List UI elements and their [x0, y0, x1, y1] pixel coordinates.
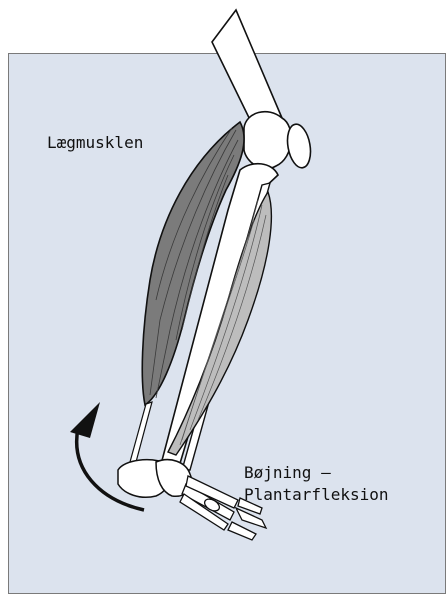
arrow-head-icon	[70, 402, 100, 438]
patella-bone	[284, 122, 313, 169]
muscle-label: Lægmusklen	[47, 133, 143, 153]
toe-bone	[228, 522, 256, 540]
knee-joint	[244, 112, 291, 169]
motion-label-line1: Bøjning –	[244, 463, 331, 483]
achilles-tendon	[130, 402, 152, 462]
motion-label-line2: Plantarfleksion	[244, 485, 389, 505]
